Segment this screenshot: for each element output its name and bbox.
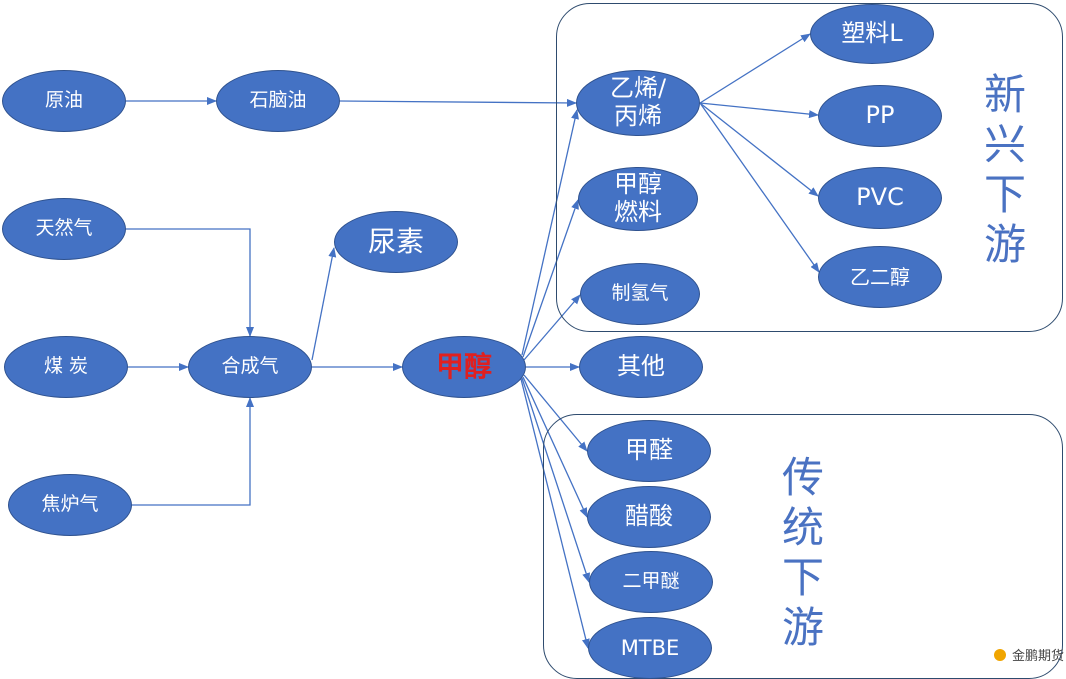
node-urea: 尿素: [334, 211, 458, 273]
emerging-downstream-box: [556, 3, 1063, 332]
node-pp: PP: [818, 85, 942, 147]
edge-methanol-to-methanol-fuel: [522, 199, 579, 358]
node-other: 其他: [579, 336, 703, 398]
edge-methanol-to-dme: [521, 377, 590, 583]
watermark-text: 金鹏期货: [1012, 649, 1065, 664]
edge-natural-gas-to-syngas: [126, 228, 254, 337]
node-pvc: PVC: [818, 167, 942, 229]
edge-ethylene-propylene-to-pp: [699, 102, 819, 119]
node-plastic-l: 塑料L: [810, 4, 934, 64]
edge-ethylene-propylene-to-ethylene-glycol: [699, 102, 820, 273]
edge-coke-oven-gas-to-syngas: [132, 397, 254, 506]
node-ethylene-glycol: 乙二醇: [818, 246, 942, 308]
edge-ethylene-propylene-to-plastic-l: [699, 33, 811, 104]
node-syngas: 合成气: [188, 336, 312, 398]
node-ethylene-propylene: 乙烯/ 丙烯: [576, 70, 700, 136]
emerging-downstream-label: 新兴下游: [983, 70, 1026, 269]
edge-methanol-to-mtbe: [520, 378, 590, 649]
node-acetic-acid: 醋酸: [587, 486, 711, 548]
node-coal: 煤 炭: [4, 336, 128, 398]
edge-ethylene-propylene-to-pvc: [699, 102, 819, 197]
traditional-downstream-label: 传统下游: [781, 453, 824, 652]
node-formaldehyde: 甲醛: [587, 420, 711, 482]
node-naphtha: 石脑油: [216, 70, 340, 132]
edge-syngas-to-urea: [311, 247, 337, 361]
node-methanol-fuel: 甲醇 燃料: [578, 167, 698, 231]
node-coke-oven-gas: 焦炉气: [8, 474, 132, 536]
node-mtbe: MTBE: [588, 617, 712, 679]
logo-icon: [994, 648, 1006, 661]
edge-methanol-to-ethylene-propylene: [521, 109, 579, 356]
node-methanol: 甲醇: [402, 336, 526, 398]
edge-naphtha-to-ethylene-propylene: [339, 98, 577, 107]
node-crude-oil: 原油: [2, 70, 126, 132]
node-hydrogen: 制氢气: [580, 263, 700, 325]
watermark: 金鹏期货: [994, 645, 1064, 664]
node-natural-gas: 天然气: [2, 198, 126, 260]
node-dme: 二甲醚: [589, 551, 713, 613]
